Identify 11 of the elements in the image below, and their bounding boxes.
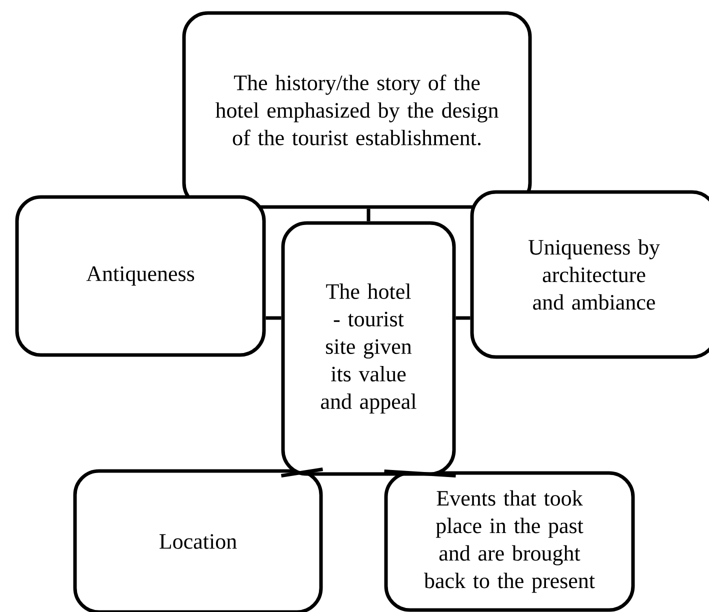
connector-line [384, 470, 456, 478]
rounded-box: Antiqueness [15, 195, 266, 357]
rounded-box: The hotel - tourist site given its value and appeal [281, 221, 456, 476]
rounded-box: Uniqueness by architecture and ambiance [470, 190, 709, 359]
connector-line [456, 316, 470, 320]
rounded-box: Location [73, 469, 323, 612]
rounded-box: Events that took place in the past and are brought back to the present [384, 471, 635, 612]
connector-line [366, 208, 370, 222]
connector-line [280, 468, 324, 478]
connector-line [266, 316, 282, 320]
rounded-box: The history/the story of the hotel emphasized by the design of the tourist establishment. [182, 11, 532, 209]
